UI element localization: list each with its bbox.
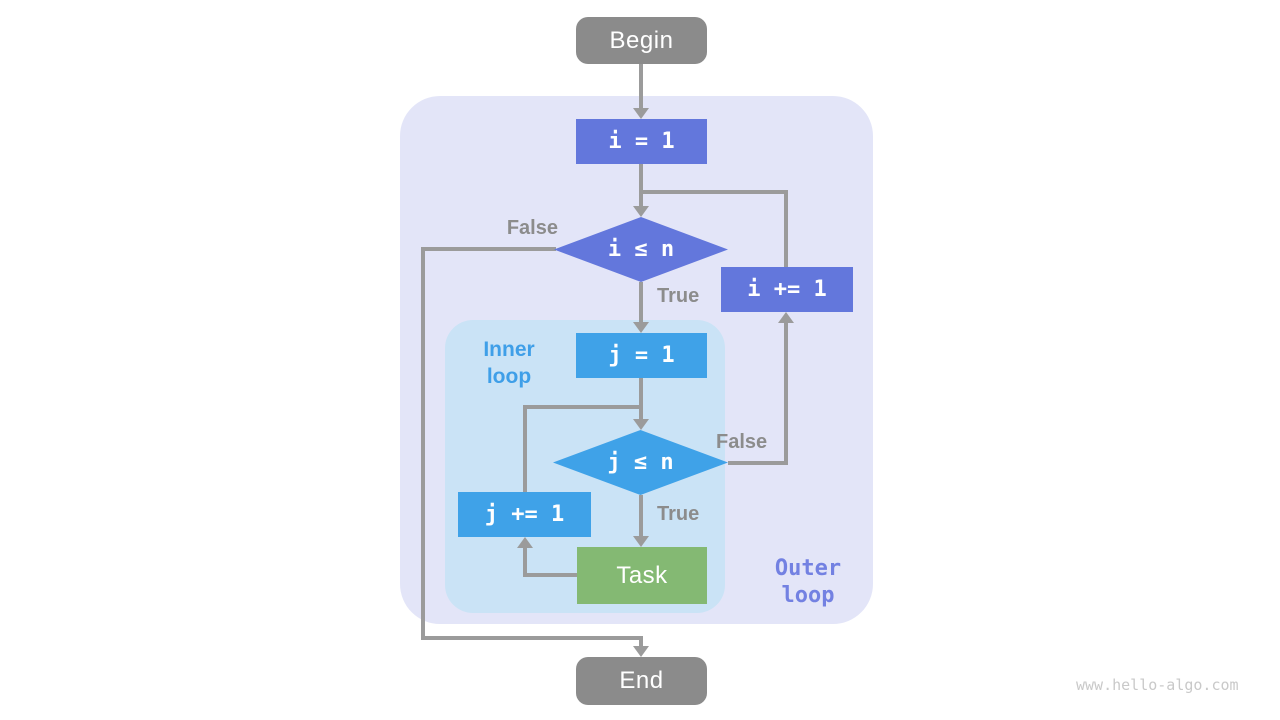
arrowhead-into-end (633, 646, 649, 657)
arrowhead-into-cond-i (633, 206, 649, 217)
outer-loop-label-line1: Outer (774, 556, 842, 581)
connector-cond-j-to-task (639, 495, 643, 539)
inner-false-label: False (716, 431, 768, 453)
init-i-node-label: i = 1 (608, 129, 675, 154)
connector-task-to-inc-j-horizontal (523, 573, 579, 577)
connector-left-vertical (421, 247, 425, 640)
arrowhead-into-inc-i (778, 312, 794, 323)
connector-init-i-to-cond-i (639, 164, 643, 208)
outer-false-label: False (506, 217, 558, 239)
task-node-label: Task (616, 561, 668, 589)
inc-j-node: j += 1 (458, 492, 591, 537)
connector-bottom-horizontal (421, 636, 643, 640)
cond-i-diamond-label: i ≤ n (607, 237, 675, 262)
inner-loop-label: Inner loop (466, 336, 552, 390)
inc-j-node-label: j += 1 (484, 502, 565, 527)
connector-task-to-inc-j-vertical (523, 548, 527, 577)
inner-loop-label-line2: loop (486, 365, 532, 388)
end-node: End (576, 657, 707, 705)
init-i-node: i = 1 (576, 119, 707, 164)
connector-end-stub (639, 636, 643, 648)
arrowhead-into-init-j (633, 322, 649, 333)
connector-backedge-outer-right-upper (784, 190, 788, 267)
connector-begin-to-init-i (639, 64, 643, 112)
connector-false-inner-right (728, 461, 786, 465)
connector-backedge-outer-right-lower (784, 323, 788, 465)
outer-loop-label-line2: loop (781, 583, 835, 608)
arrowhead-into-inc-j (517, 537, 533, 548)
task-node: Task (577, 547, 707, 604)
connector-backedge-inner-top (523, 405, 643, 409)
inc-i-node: i += 1 (721, 267, 853, 312)
arrowhead-into-task (633, 536, 649, 547)
cond-j-diamond-label: j ≤ n (607, 450, 674, 475)
connector-false-outer-left (421, 247, 556, 251)
begin-node-label: Begin (609, 26, 674, 54)
arrowhead-into-init-i (633, 108, 649, 119)
connector-init-j-to-cond-j (639, 378, 643, 422)
connector-cond-i-to-init-j (639, 282, 643, 324)
inner-loop-label-line1: Inner (483, 338, 535, 361)
begin-node: Begin (576, 17, 707, 64)
outer-true-label: True (657, 285, 700, 307)
end-node-label: End (619, 667, 664, 694)
init-j-node: j = 1 (576, 333, 707, 378)
arrowhead-into-cond-j (633, 419, 649, 430)
init-j-node-label: j = 1 (608, 343, 675, 368)
inner-true-label: True (657, 503, 700, 525)
inc-i-node-label: i += 1 (747, 277, 827, 302)
connector-backedge-outer-top (639, 190, 788, 194)
outer-loop-label: Outer loop (758, 555, 858, 609)
watermark: www.hello-algo.com (1076, 676, 1239, 694)
connector-backedge-inner-left (523, 405, 527, 492)
